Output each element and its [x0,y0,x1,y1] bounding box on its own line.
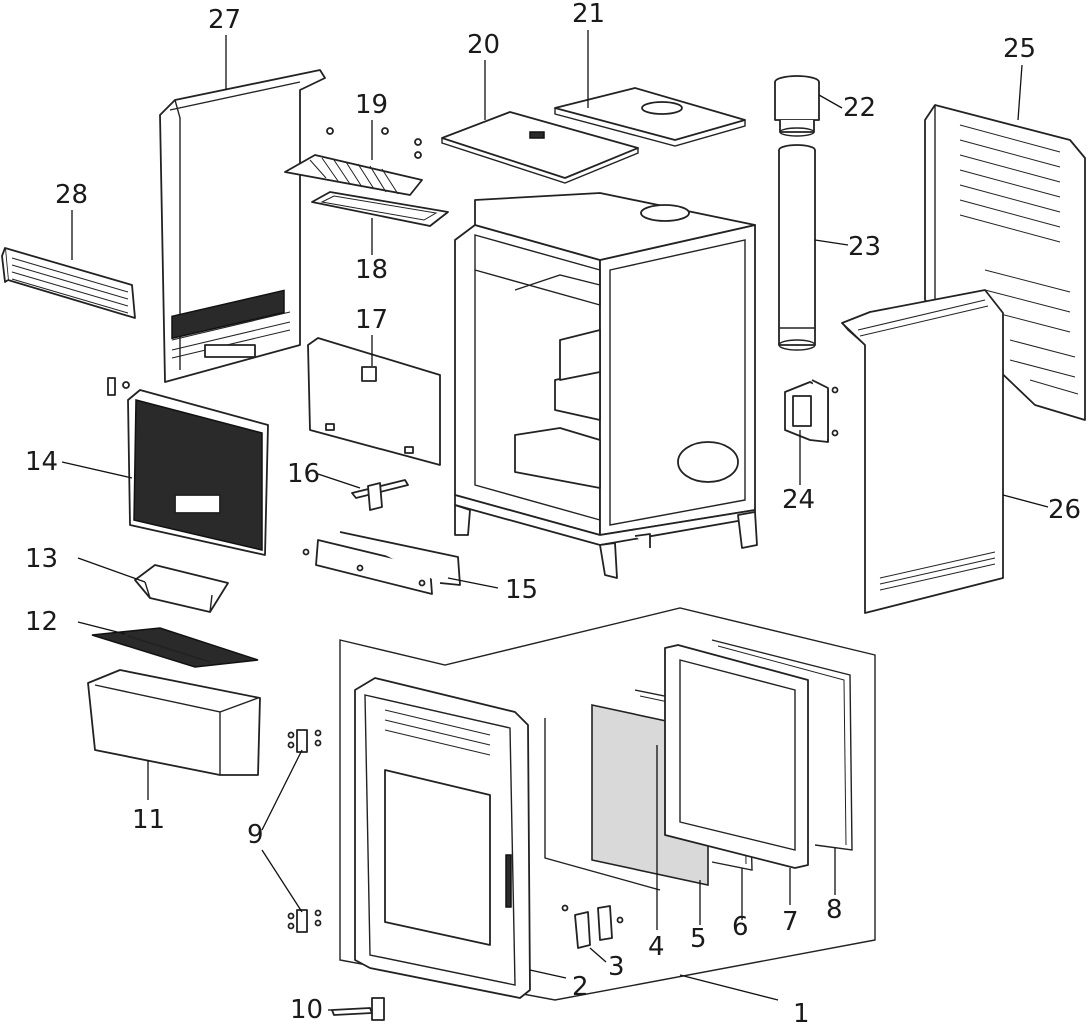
callout-14: 14 [25,447,58,477]
part-4-glass-gasket [544,718,661,891]
part-26-top-vent [857,299,989,337]
part-16-rod [351,479,409,511]
part-27-vent-slots [171,289,291,359]
callout-17: 17 [355,305,388,335]
stove-main-body [454,192,758,579]
part-24-flue-bracket [784,379,839,443]
part-22-flue-collar [774,75,820,137]
part-11-ash-drawer [87,669,261,776]
part-3-latch [561,904,624,949]
callout-10: 10 [290,995,323,1024]
part-23-flue-pipe [778,144,816,351]
callout-5: 5 [690,924,707,954]
callout-23: 23 [848,232,881,262]
callout-20: 20 [467,30,500,60]
callout-27: 27 [208,5,241,35]
part-17-inner-panel [307,337,441,466]
part-14-front-frame [107,377,269,556]
callout-18: 18 [355,255,388,285]
callout-16: 16 [287,459,320,489]
part-25-perforation-pattern [959,124,1079,395]
callout-25: 25 [1003,34,1036,64]
callout-4: 4 [648,932,665,962]
part-15-bottom-plate [302,531,461,595]
part-20-top-cover [441,111,639,184]
callout-8: 8 [826,895,843,925]
part-27-left-side-panel [159,69,326,383]
callout-11: 11 [132,805,165,835]
part-9-hinge-lower [287,909,322,933]
part-18-gasket [311,191,449,227]
part-26-bottom-vent [879,551,996,591]
part-13-ash-pan [134,564,229,613]
callout-22: 22 [843,93,876,123]
callout-labels: 27 28 19 18 20 21 22 23 24 25 26 17 16 1… [25,0,1081,1028]
callout-19: 19 [355,90,388,120]
callout-15: 15 [505,575,538,605]
part-2-door-vent [384,709,491,756]
part-28-front-top-grille [1,247,136,319]
callout-28: 28 [55,180,88,210]
callout-2: 2 [572,972,589,1002]
part-19-top-grate [284,127,423,196]
part-26-right-side-panel [841,289,1004,614]
part-9-hinge-upper [287,729,322,753]
part-7-glass-frame [664,644,809,869]
part-21-top-plate [554,87,746,147]
leader-lines [61,30,1049,1011]
part-12-grate [91,627,259,668]
callout-7: 7 [782,907,799,937]
callout-13: 13 [25,544,58,574]
part-8-outer-gasket [711,639,853,851]
callout-12: 12 [25,607,58,637]
part-10-handle [331,997,385,1021]
callout-21: 21 [572,0,605,29]
callout-1: 1 [793,999,810,1024]
callout-9: 9 [247,820,264,850]
callout-6: 6 [732,912,749,942]
callout-24: 24 [782,485,815,515]
callout-3: 3 [608,952,625,982]
callout-26: 26 [1048,495,1081,525]
part-2-door [354,677,531,999]
